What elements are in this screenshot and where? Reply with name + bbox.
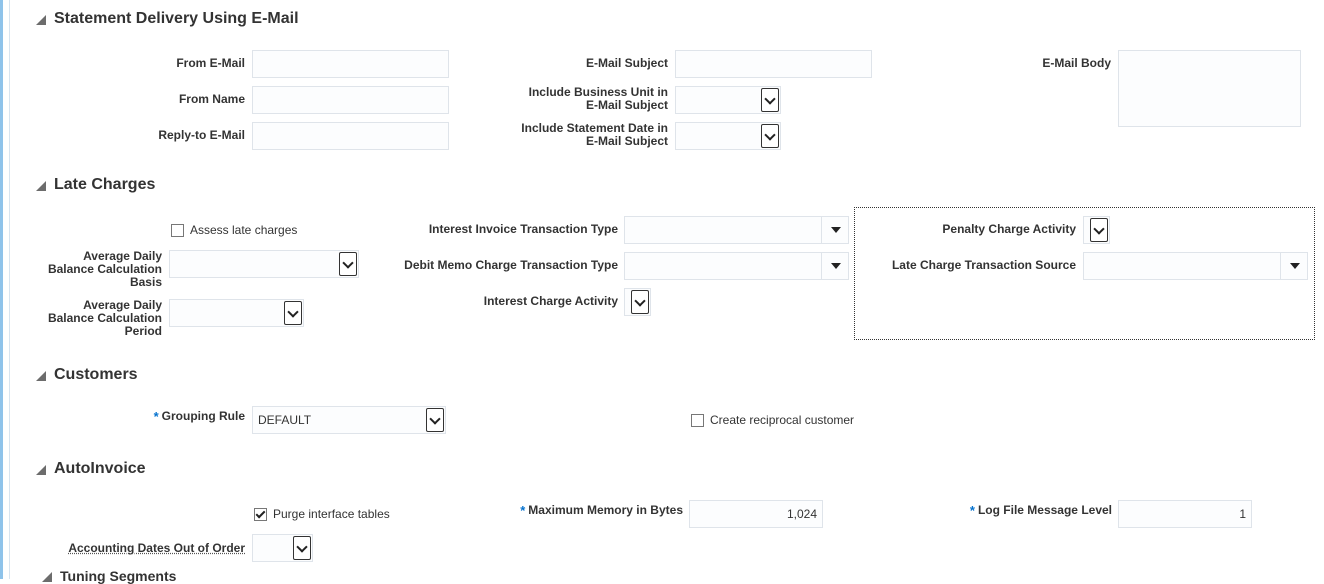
chevron-down-icon	[764, 93, 776, 105]
required-marker: *	[153, 409, 159, 424]
avg-daily-basis-label-line3: Basis	[129, 275, 162, 289]
interest-charge-activity-select[interactable]	[624, 288, 651, 316]
avg-daily-period-label: Average Daily Balance Calculation Period	[30, 299, 162, 338]
required-marker: *	[520, 503, 526, 518]
create-reciprocal-checkbox[interactable]: Create reciprocal customer	[691, 413, 854, 427]
dropdown-arrow-icon[interactable]	[821, 217, 848, 243]
section-title: Tuning Segments	[60, 568, 177, 584]
collapse-triangle-icon[interactable]	[36, 371, 46, 381]
dropdown-button[interactable]	[761, 88, 779, 112]
left-divider	[9, 0, 10, 579]
interest-charge-activity-label: Interest Charge Activity	[483, 294, 618, 308]
max-memory-label-text: Maximum Memory in Bytes	[528, 503, 683, 517]
chevron-down-icon	[287, 306, 299, 318]
email-subject-input[interactable]	[675, 50, 872, 78]
dropdown-button[interactable]	[761, 124, 779, 148]
penalty-charge-activity-select[interactable]	[1083, 216, 1110, 244]
include-business-unit-label-line1: Include Business Unit in	[528, 85, 668, 99]
section-header-autoinvoice[interactable]: AutoInvoice	[36, 460, 146, 478]
dropdown-button[interactable]	[631, 290, 649, 314]
purge-interface-tables-label: Purge interface tables	[273, 507, 390, 521]
log-level-label: *Log File Message Level	[930, 503, 1112, 518]
section-header-late-charges[interactable]: Late Charges	[36, 176, 155, 194]
from-email-input[interactable]	[252, 50, 449, 78]
dropdown-button[interactable]	[426, 408, 444, 432]
reply-to-email-label: Reply-to E-Mail	[158, 128, 245, 142]
interest-invoice-type-label: Interest Invoice Transaction Type	[428, 222, 618, 236]
chevron-down-icon	[764, 129, 776, 141]
from-name-label: From Name	[178, 92, 245, 106]
section-title: Customers	[54, 366, 138, 383]
debit-memo-type-label: Debit Memo Charge Transaction Type	[404, 258, 618, 272]
avg-daily-basis-label-line1: Average Daily	[83, 249, 162, 263]
late-charge-source-label: Late Charge Transaction Source	[891, 258, 1076, 272]
checkbox-box-checked[interactable]	[254, 507, 267, 521]
include-business-unit-label-line2: E-Mail Subject	[585, 98, 668, 112]
chevron-down-icon	[429, 413, 441, 425]
dropdown-button[interactable]	[1090, 218, 1108, 242]
assess-late-charges-checkbox[interactable]: Assess late charges	[171, 223, 297, 237]
avg-daily-basis-select[interactable]	[169, 250, 359, 278]
accounting-dates-select[interactable]	[252, 534, 313, 562]
max-memory-label: *Maximum Memory in Bytes	[480, 503, 683, 518]
grouping-rule-select[interactable]: DEFAULT	[252, 406, 446, 434]
dropdown-button[interactable]	[284, 301, 302, 325]
section-header-tuning-segments[interactable]: Tuning Segments	[42, 568, 176, 584]
dropdown-arrow-icon[interactable]	[821, 253, 848, 279]
checkbox-box[interactable]	[691, 413, 704, 427]
from-email-label: From E-Mail	[176, 56, 245, 70]
from-name-input[interactable]	[252, 86, 449, 114]
include-statement-date-label-line1: Include Statement Date in	[521, 121, 668, 135]
avg-daily-period-label-line3: Period	[124, 324, 162, 338]
focused-panel-outline	[854, 207, 1315, 340]
chevron-down-icon	[634, 295, 646, 307]
collapse-triangle-icon[interactable]	[36, 465, 46, 475]
section-title: AutoInvoice	[54, 460, 146, 477]
section-title: Late Charges	[54, 176, 156, 193]
required-marker: *	[969, 503, 975, 518]
include-business-unit-select[interactable]	[675, 86, 781, 114]
avg-daily-basis-label: Average Daily Balance Calculation Basis	[30, 250, 162, 289]
penalty-charge-activity-label: Penalty Charge Activity	[942, 222, 1076, 236]
include-business-unit-label: Include Business Unit in E-Mail Subject	[500, 86, 668, 112]
interest-invoice-type-lov[interactable]	[624, 216, 849, 244]
dropdown-button[interactable]	[293, 536, 311, 560]
avg-daily-period-label-line1: Average Daily	[83, 298, 162, 312]
section-header-customers[interactable]: Customers	[36, 366, 138, 384]
collapse-triangle-icon[interactable]	[36, 15, 46, 25]
chevron-down-icon	[1093, 223, 1105, 235]
assess-late-charges-label: Assess late charges	[190, 223, 298, 237]
section-title: Statement Delivery Using E-Mail	[54, 10, 299, 27]
dropdown-arrow-icon[interactable]	[1280, 253, 1307, 279]
log-level-input[interactable]: 1	[1118, 500, 1252, 528]
avg-daily-basis-label-line2: Balance Calculation	[47, 262, 162, 276]
include-statement-date-label-line2: E-Mail Subject	[585, 134, 668, 148]
avg-daily-period-select[interactable]	[169, 299, 304, 327]
include-statement-date-select[interactable]	[675, 122, 781, 150]
accounting-dates-label[interactable]: Accounting Dates Out of Order	[68, 541, 245, 555]
grouping-rule-value: DEFAULT	[258, 413, 312, 427]
max-memory-input[interactable]: 1,024	[689, 500, 823, 528]
email-body-textarea[interactable]	[1118, 50, 1301, 127]
collapse-triangle-icon[interactable]	[36, 181, 46, 191]
create-reciprocal-label: Create reciprocal customer	[710, 413, 855, 427]
dropdown-button[interactable]	[339, 252, 357, 276]
checkbox-box[interactable]	[171, 223, 184, 237]
late-charge-source-lov[interactable]	[1083, 252, 1308, 280]
purge-interface-tables-checkbox[interactable]: Purge interface tables	[254, 507, 390, 521]
debit-memo-type-lov[interactable]	[624, 252, 849, 280]
log-level-label-text: Log File Message Level	[977, 503, 1112, 517]
collapse-triangle-icon[interactable]	[42, 572, 52, 582]
chevron-down-icon	[342, 257, 354, 269]
avg-daily-period-label-line2: Balance Calculation	[47, 311, 162, 325]
grouping-rule-label: *Grouping Rule	[120, 409, 245, 424]
section-header-statement-delivery[interactable]: Statement Delivery Using E-Mail	[36, 10, 299, 28]
email-subject-label: E-Mail Subject	[585, 56, 668, 70]
grouping-rule-label-text: Grouping Rule	[161, 409, 245, 423]
include-statement-date-label: Include Statement Date in E-Mail Subject	[500, 122, 668, 148]
reply-to-email-input[interactable]	[252, 122, 449, 150]
chevron-down-icon	[296, 541, 308, 553]
email-body-label: E-Mail Body	[1042, 56, 1111, 70]
left-accent-bar	[0, 0, 3, 579]
